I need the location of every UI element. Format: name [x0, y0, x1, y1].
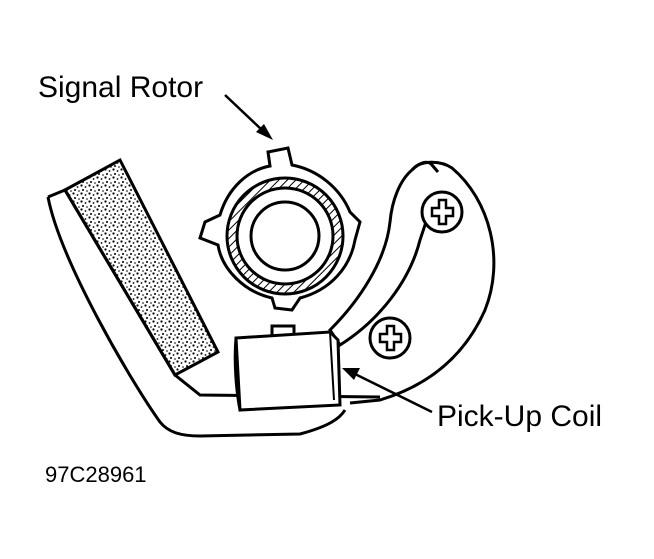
base-plate [328, 160, 496, 405]
pick-up-coil-leader [342, 368, 433, 414]
screw-upper [420, 190, 464, 234]
signal-rotor-label: Signal Rotor [38, 71, 204, 104]
screw-lower [368, 316, 412, 360]
magnet-block [62, 157, 221, 377]
signal-rotor [198, 146, 362, 312]
pick-up-coil-label: Pick-Up Coil [437, 400, 603, 433]
signal-rotor-leader [224, 94, 273, 140]
pick-up-coil [233, 324, 342, 412]
figure-id-label: 97C28961 [45, 462, 147, 487]
